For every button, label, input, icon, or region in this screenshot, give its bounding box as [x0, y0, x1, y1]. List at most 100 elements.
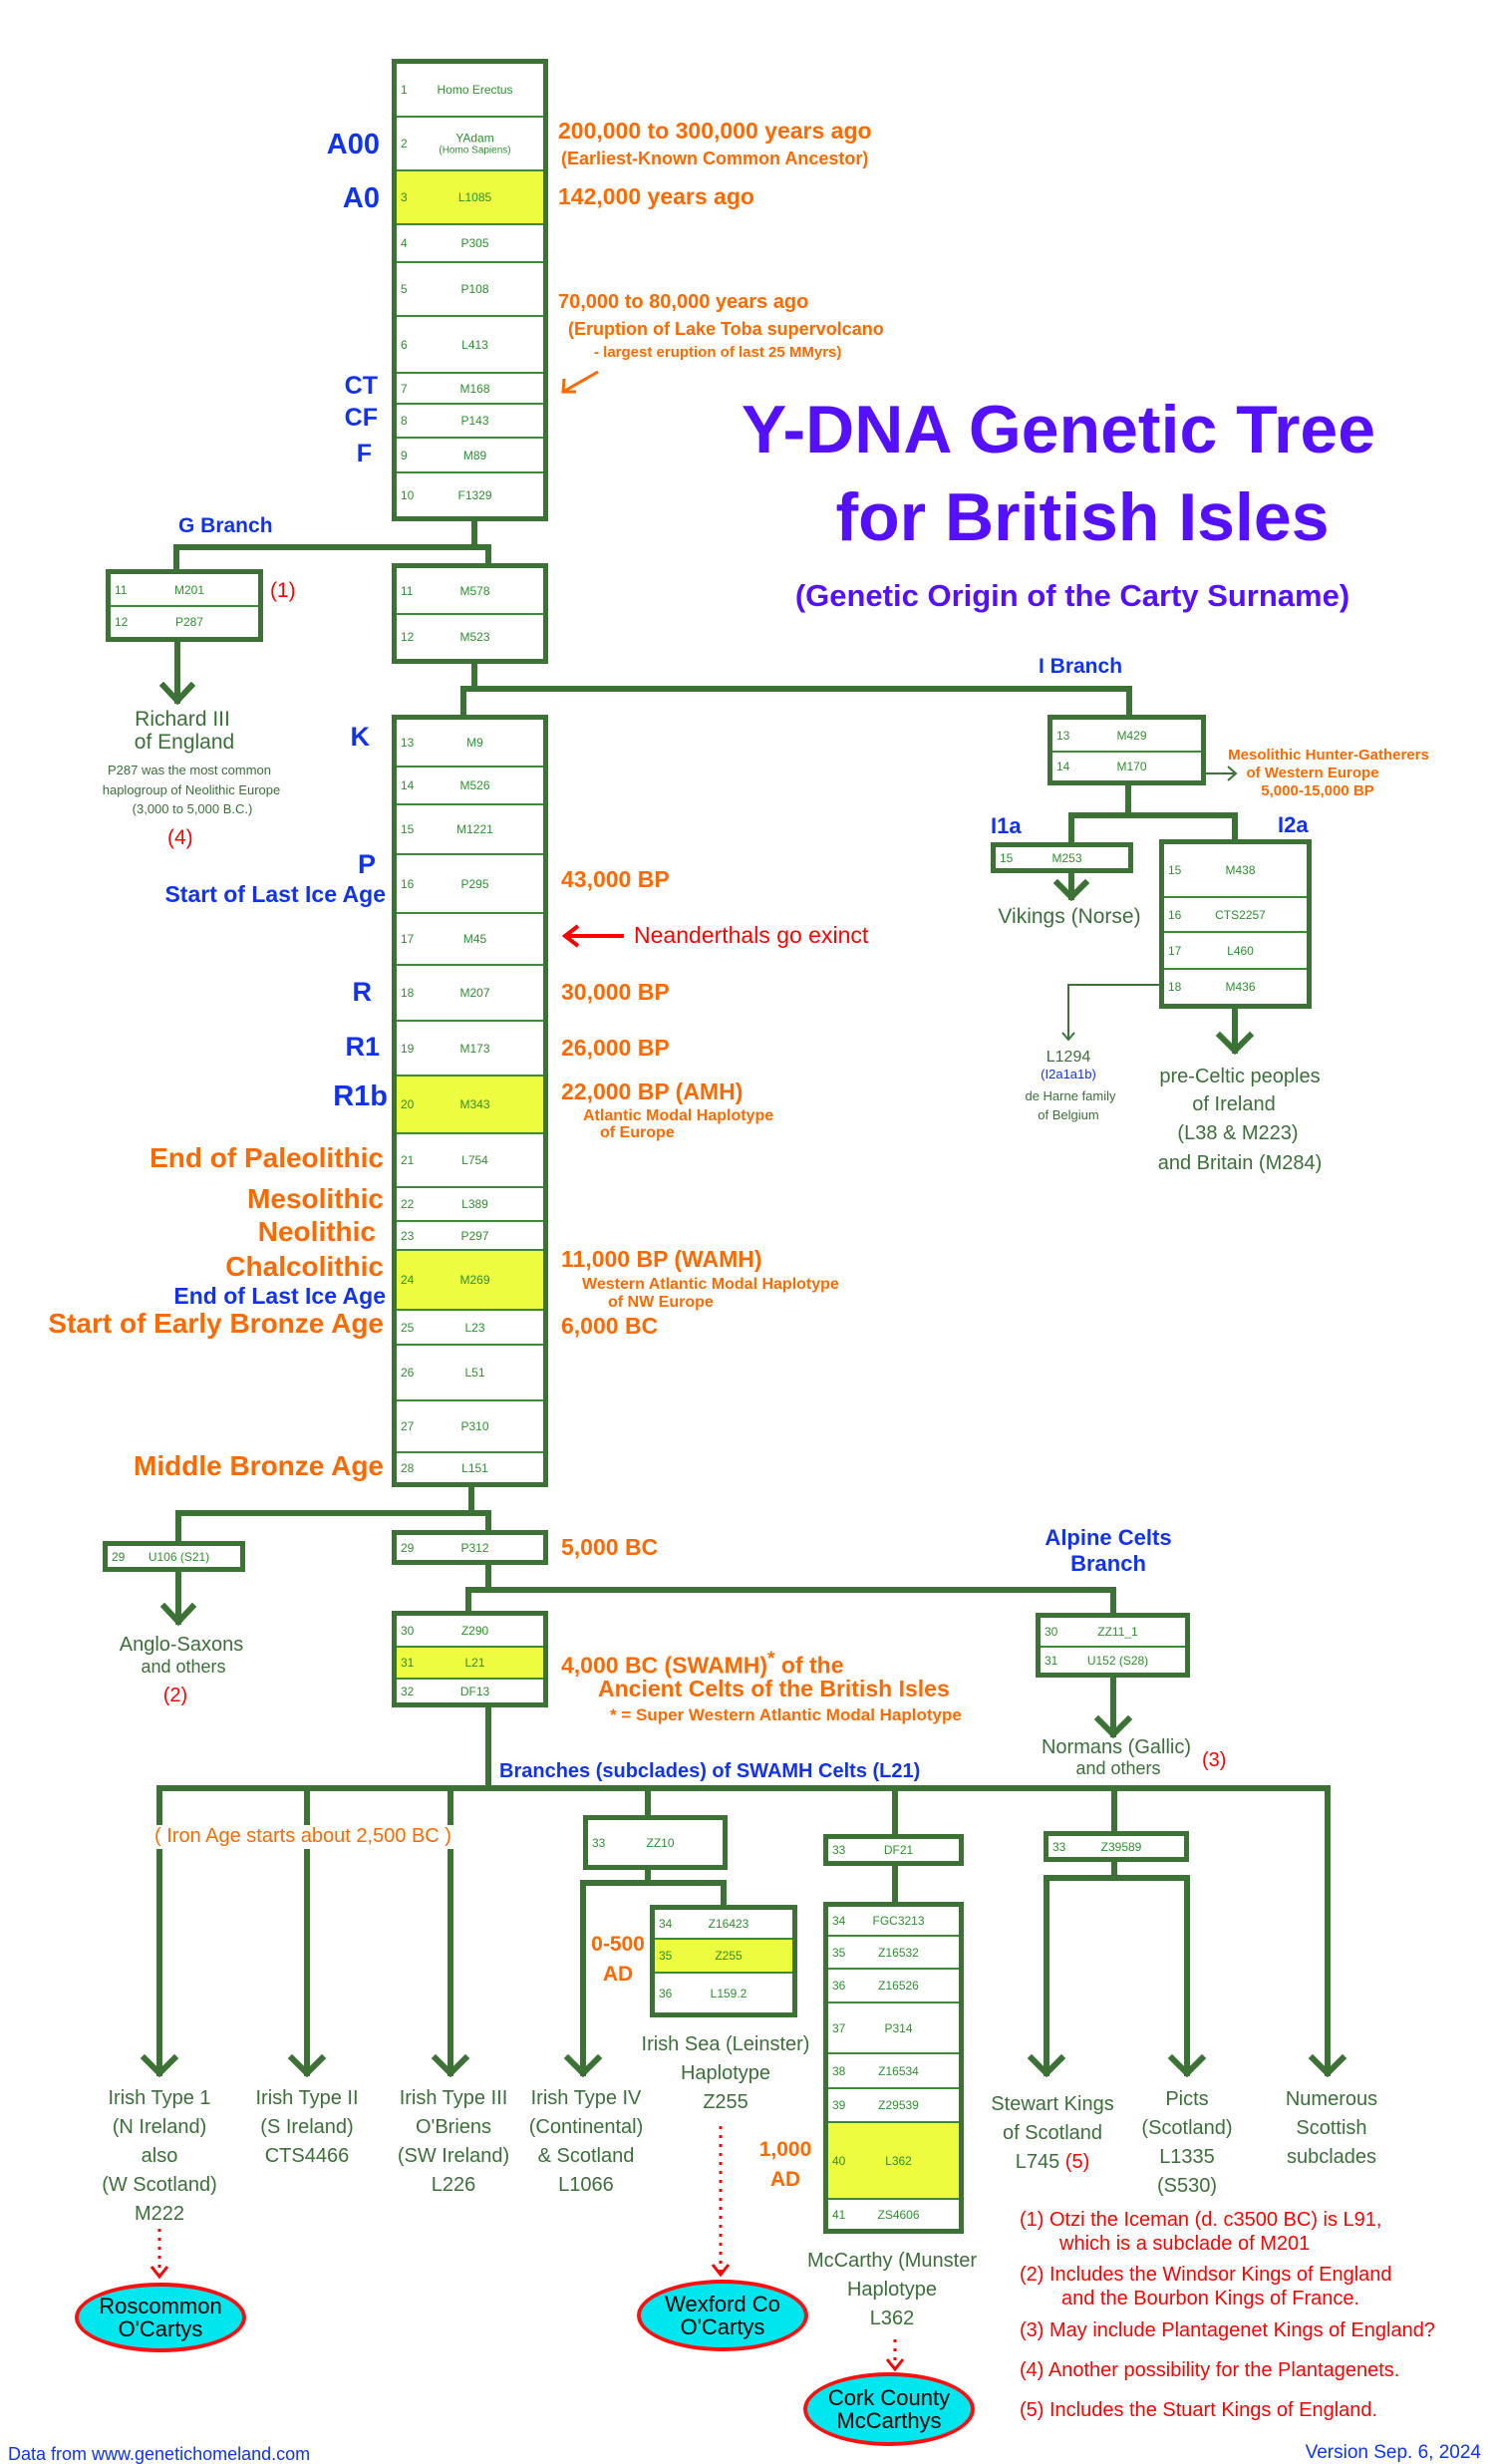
text-line: (N Ireland): [112, 2116, 207, 2138]
row-number: 15: [1168, 863, 1182, 877]
label-f: F: [356, 440, 372, 467]
text-line: 0-500: [591, 1933, 645, 1956]
p287-note1: P287 was the most common: [107, 763, 272, 777]
stewart-l745: L745: [1015, 2151, 1060, 2173]
snp-name: M1221: [456, 822, 493, 836]
m207-date: 30,000 BP: [561, 979, 670, 1005]
snp-name: P312: [460, 1540, 489, 1555]
text-line: CTS4466: [264, 2145, 350, 2167]
deharne-1: de Harne family: [1025, 1088, 1116, 1103]
u106-arrow: [159, 1569, 197, 1627]
text-line: Irish Type IV: [530, 2087, 642, 2109]
irish-type-1: Irish Type 1(N Ireland)also(W Scotland)M…: [102, 2084, 217, 2229]
row-number: 26: [401, 1366, 415, 1380]
toba-arrow: [561, 370, 599, 394]
snp-name: M523: [459, 630, 490, 644]
text-line: L1066: [558, 2174, 614, 2196]
precelt-4: and Britain (M284): [1157, 1152, 1323, 1174]
text-line: O'Cartys: [118, 2316, 203, 2341]
text-line: subclades: [1286, 2146, 1377, 2168]
irish-type-2: Irish Type II(S Ireland)CTS4466: [255, 2084, 358, 2171]
row-number: 41: [832, 2207, 846, 2222]
text-line: McCarthys: [836, 2408, 942, 2433]
snp-name: YAdam(Homo Sapiens): [397, 132, 543, 156]
swamh-note: * = Super Western Atlantic Modal Haploty…: [610, 1705, 962, 1724]
text-line: of Scotland: [1002, 2122, 1103, 2144]
toba-note2: - largest eruption of last 25 MMyrs): [594, 344, 842, 361]
source-link[interactable]: Data from www.genetichomeland.com: [8, 2444, 311, 2464]
text-line: O'Briens: [415, 2116, 492, 2138]
row-number: 18: [1168, 980, 1182, 994]
footnote-5: (5) Includes the Stuart Kings of England…: [1020, 2399, 1378, 2421]
row-number: 31: [1045, 1653, 1058, 1668]
snp-name: M173: [459, 1041, 490, 1056]
l21-note: Ancient Celts of the British Isles: [598, 1676, 950, 1701]
row-number: 13: [401, 736, 415, 750]
snp-name: P297: [460, 1228, 489, 1243]
snp-name: Z290: [460, 1624, 489, 1638]
alpine-celts-label: Alpine Celts: [1045, 1525, 1172, 1550]
row-number: 33: [1052, 1839, 1066, 1854]
snp-name: L362: [885, 2153, 912, 2168]
i1a-arrow: [1052, 870, 1090, 902]
text-line: and the Bourbon Kings of France.: [1061, 2288, 1360, 2310]
row-number: 29: [401, 1540, 415, 1555]
snp-name: P143: [460, 414, 489, 428]
wamh-note1: Western Atlantic Modal Haplotype: [582, 1276, 839, 1293]
irish2-arrow: [287, 1785, 327, 2078]
yadam-note: (Earliest-Known Common Ancestor): [561, 149, 869, 168]
row-number: 3: [401, 190, 408, 204]
row-number: 6: [401, 337, 408, 352]
snp-name: M429: [1116, 728, 1147, 743]
label-r1: R1: [345, 1032, 380, 1062]
snp-name: L1085: [457, 190, 492, 204]
text-line: Irish Type III: [399, 2087, 508, 2109]
normans-arrow: [1093, 1675, 1133, 1739]
row-number: 13: [1056, 728, 1070, 743]
l1085-date: 142,000 years ago: [558, 183, 754, 209]
snp-name: Z16423: [708, 1917, 749, 1931]
label-a0: A0: [342, 182, 380, 214]
snp-name: M89: [462, 448, 487, 462]
snp-name: Z16532: [878, 1945, 919, 1960]
irish4-arrow: [563, 1880, 603, 2078]
snp-name: M526: [459, 778, 490, 792]
row-number: 11: [115, 582, 128, 597]
connector-l21-branches: [156, 1704, 1331, 1791]
snp-name: Z39589: [1100, 1839, 1142, 1854]
snp-name: P295: [460, 876, 489, 891]
row-number: 5: [401, 282, 408, 296]
haplogroup-box-p312: 29 P312: [392, 1530, 548, 1565]
deharne-2: of Belgium: [1038, 1107, 1099, 1122]
l1294-arrow: [1061, 984, 1159, 1042]
label-end-last-ice-age: End of Last Ice Age: [173, 1283, 386, 1309]
row-number: 12: [115, 615, 129, 629]
snp-name: L21: [464, 1656, 485, 1670]
l23-date: 6,000 BC: [561, 1313, 659, 1339]
connector-zz10: [580, 1785, 727, 1908]
snp-name: L413: [461, 337, 488, 352]
row-number: 30: [401, 1624, 415, 1638]
row-number: 4: [401, 236, 408, 250]
l21-date: 4,000 BC (SWAMH)* of the: [561, 1649, 844, 1679]
snp-name: M170: [1116, 760, 1147, 773]
row-number: 33: [832, 1843, 846, 1857]
normans-label: Normans (Gallic): [1041, 1736, 1192, 1758]
row-number: 28: [401, 1460, 415, 1475]
